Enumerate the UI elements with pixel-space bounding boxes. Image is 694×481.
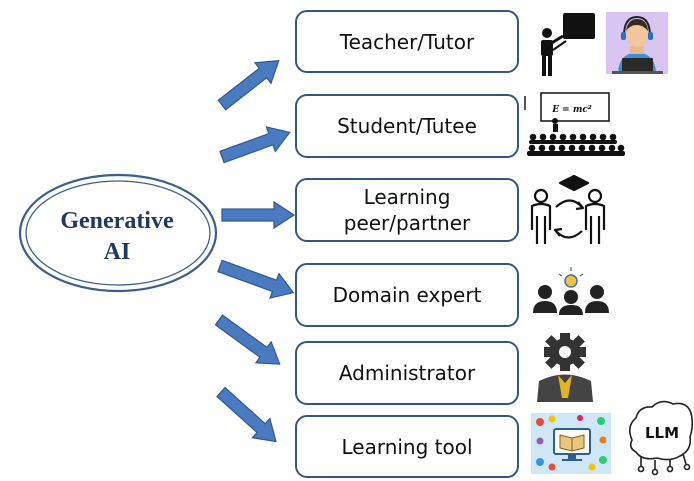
role-label-teacher-tutor: Teacher/Tutor xyxy=(339,29,475,54)
learning-apps-icon xyxy=(531,413,611,474)
formula-text: E = mc² xyxy=(551,105,592,115)
arrow-student xyxy=(219,126,291,164)
center-ellipse-outer xyxy=(18,173,218,293)
arrow-administrator xyxy=(214,314,281,365)
arrow-learning-tool xyxy=(216,386,277,443)
role-label-student-tutee: Student/Tutee xyxy=(337,114,477,138)
llm-text: LLM xyxy=(645,424,679,442)
llm-brain-icon xyxy=(628,400,694,476)
role-label-domain-expert: Domain expert xyxy=(332,283,482,307)
arrow-teacher xyxy=(217,59,280,111)
center-label: Generative AI xyxy=(36,206,198,268)
role-box-learning-peer: Learning peer/partner xyxy=(295,178,519,242)
role-label-learning-tool: Learning tool xyxy=(341,434,473,459)
arrow-expert xyxy=(217,259,295,299)
arrows xyxy=(214,59,296,443)
domain-expert-icon xyxy=(533,267,609,315)
teacher-pointing-board-icon xyxy=(541,13,595,76)
role-label-learning-peer: Learning peer/partner xyxy=(343,185,471,235)
role-box-administrator: Administrator xyxy=(295,341,519,405)
role-box-domain-expert: Domain expert xyxy=(295,263,519,327)
role-box-student-tutee: Student/Tutee xyxy=(295,94,519,158)
role-box-teacher-tutor: Teacher/Tutor xyxy=(295,10,519,73)
arrow-peer xyxy=(221,200,296,230)
administrator-gear-head-icon xyxy=(537,333,593,402)
role-box-learning-tool: Learning tool xyxy=(295,415,519,478)
lecture-audience-icon: E = mc² xyxy=(524,92,625,156)
center-label-line1: Generative xyxy=(60,208,174,234)
peer-exchange-icon xyxy=(530,174,606,244)
role-label-administrator: Administrator xyxy=(338,361,476,385)
center-label-line2: AI xyxy=(103,239,131,265)
center-ellipse-inner xyxy=(25,180,211,286)
tutor-headset-laptop-icon xyxy=(606,12,668,74)
